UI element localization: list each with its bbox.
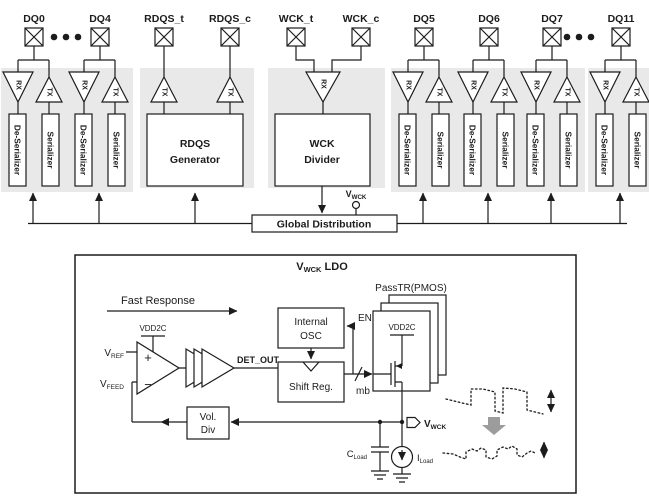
wck-divider-label-1: WCK — [309, 138, 334, 150]
rdqs-generator-box — [146, 113, 244, 187]
vref-label: VREF — [104, 348, 124, 360]
left-ellipsis-dots — [50, 33, 82, 41]
vfeed-label: VFEED — [100, 379, 124, 391]
internal-osc-label-2: OSC — [300, 331, 322, 342]
ripple-reduction-arrow-icon — [482, 417, 506, 435]
pass-transistor-group: PassTR(PMOS) VDD2C — [372, 283, 447, 422]
comparator-minus-sign: − — [144, 377, 152, 392]
vwck-supply-label: VWCK — [346, 189, 367, 201]
pad-label-dq7: DQ7 — [541, 13, 563, 25]
pad-label-wck-t: WCK_t — [279, 13, 314, 25]
comparator-vdd2c-label: VDD2C — [139, 324, 166, 333]
pmos-symbol-icon — [373, 361, 403, 391]
pad-label-dq5: DQ5 — [413, 13, 435, 25]
pad-label-rdqs-t: RDQS_t — [144, 13, 184, 25]
dq0-lane — [1, 28, 67, 224]
comparator-triangle — [136, 340, 181, 396]
iload-ground-icon — [393, 473, 411, 483]
mb-label: mb — [356, 386, 370, 397]
iload-group: ILoad — [390, 422, 433, 483]
wck-divider-box — [274, 113, 371, 187]
vwck-supply-terminal-icon — [351, 200, 361, 210]
vwck-output-pin-icon — [406, 416, 421, 429]
rdqs-generator-label-1: RDQS — [180, 138, 210, 150]
rdqs-t-pad-x-icon — [154, 27, 174, 47]
vol-div-label-2: Div — [201, 425, 215, 436]
cload-capacitor-icon — [371, 422, 389, 471]
rdqs-t-tx-label: TX — [161, 88, 168, 97]
dq11-lane — [588, 28, 649, 224]
wck-divider-group: RX WCK Divider — [268, 27, 385, 214]
pad-label-dq0: DQ0 — [23, 13, 45, 25]
osc-shiftreg-group: Internal OSC Shift Reg. EN mb — [277, 307, 373, 403]
rdqs-c-tx-triangle — [216, 75, 244, 103]
small-ripple-waveform — [442, 445, 536, 460]
rdqs-generator-group: TX TX RDQS Generator — [140, 27, 254, 224]
vol-div-label-1: Vol. — [200, 412, 217, 423]
large-ripple-waveform — [445, 387, 544, 415]
cload-group: CLoad — [347, 422, 389, 480]
rdqs-c-pad-x-icon — [220, 27, 240, 47]
cload-ground-icon — [371, 470, 389, 480]
wck-c-pad-x-icon — [351, 27, 371, 47]
rdqs-t-tx-triangle — [150, 75, 178, 103]
shift-reg-label: Shift Reg. — [289, 382, 333, 393]
comparator-group: VDD2C + − VREF VFEED — [100, 324, 181, 422]
pad-label-dq11: DQ11 — [608, 13, 635, 25]
wck-rx-triangle — [304, 71, 342, 104]
output-node-group: Vol. Div VWCK — [132, 406, 447, 440]
wck-wires — [295, 46, 362, 114]
wck-t-pad-x-icon — [286, 27, 306, 47]
wck-divider-label-2: Divider — [304, 154, 340, 166]
comparator-input-wires — [126, 351, 137, 422]
ripple-waveforms-group — [442, 387, 555, 460]
dq7-lane — [519, 28, 585, 224]
det-out-label: DET_OUT — [237, 355, 280, 365]
wck-rx-label: RX — [320, 79, 327, 89]
pad-labels: DQ0 DQ4 RDQS_t RDQS_c WCK_t WCK_c DQ5 DQ… — [23, 13, 634, 25]
bus-slash-icon — [354, 366, 363, 382]
buffer-triangle-3 — [201, 347, 236, 389]
rdqs-c-tx-label: TX — [227, 88, 234, 97]
comparator-vdd2c-rail — [141, 335, 165, 352]
top-phy-diagram: DQ0 DQ4 RDQS_t RDQS_c WCK_t WCK_c DQ5 DQ… — [1, 13, 649, 233]
rdqs-wires — [163, 46, 231, 114]
shift-reg-box — [277, 361, 345, 403]
right-ellipsis-dots — [563, 33, 595, 41]
dq4-lane — [67, 28, 133, 224]
vwck-ldo-diagram: VWCK LDO Fast Response VDD2C + − VREF VF… — [74, 254, 577, 494]
fast-response-label: Fast Response — [121, 295, 195, 307]
pad-label-dq6: DQ6 — [478, 13, 500, 25]
pad-label-dq4: DQ4 — [89, 13, 111, 25]
pass-tr-vdd2c-rail — [390, 334, 414, 366]
dq6-lane — [456, 28, 522, 224]
global-distribution-label: Global Distribution — [277, 219, 372, 231]
cload-label: CLoad — [347, 449, 367, 461]
pass-tr-vdd2c-label: VDD2C — [388, 323, 415, 332]
iload-label: ILoad — [417, 453, 433, 465]
rdqs-generator-label-2: Generator — [170, 154, 220, 166]
shift-reg-clock-wedge-icon — [302, 361, 320, 372]
global-distribution-group: Global Distribution VWCK — [251, 189, 398, 233]
pad-label-rdqs-c: RDQS_c — [209, 13, 251, 25]
dq5-lane — [391, 28, 457, 224]
global-distribution-box — [251, 214, 398, 233]
buffer-chain-group: DET_OUT — [179, 347, 280, 389]
comparator-plus-sign: + — [144, 350, 152, 365]
internal-osc-box — [277, 307, 345, 349]
vwck-output-label: VWCK — [424, 419, 447, 431]
pass-tr-label: PassTR(PMOS) — [375, 283, 447, 294]
en-label: EN — [358, 313, 372, 324]
internal-osc-label-1: Internal — [294, 317, 327, 328]
pad-label-wck-c: WCK_c — [343, 13, 380, 25]
ldo-title: VWCK LDO — [296, 261, 348, 274]
vol-div-box — [186, 406, 230, 440]
